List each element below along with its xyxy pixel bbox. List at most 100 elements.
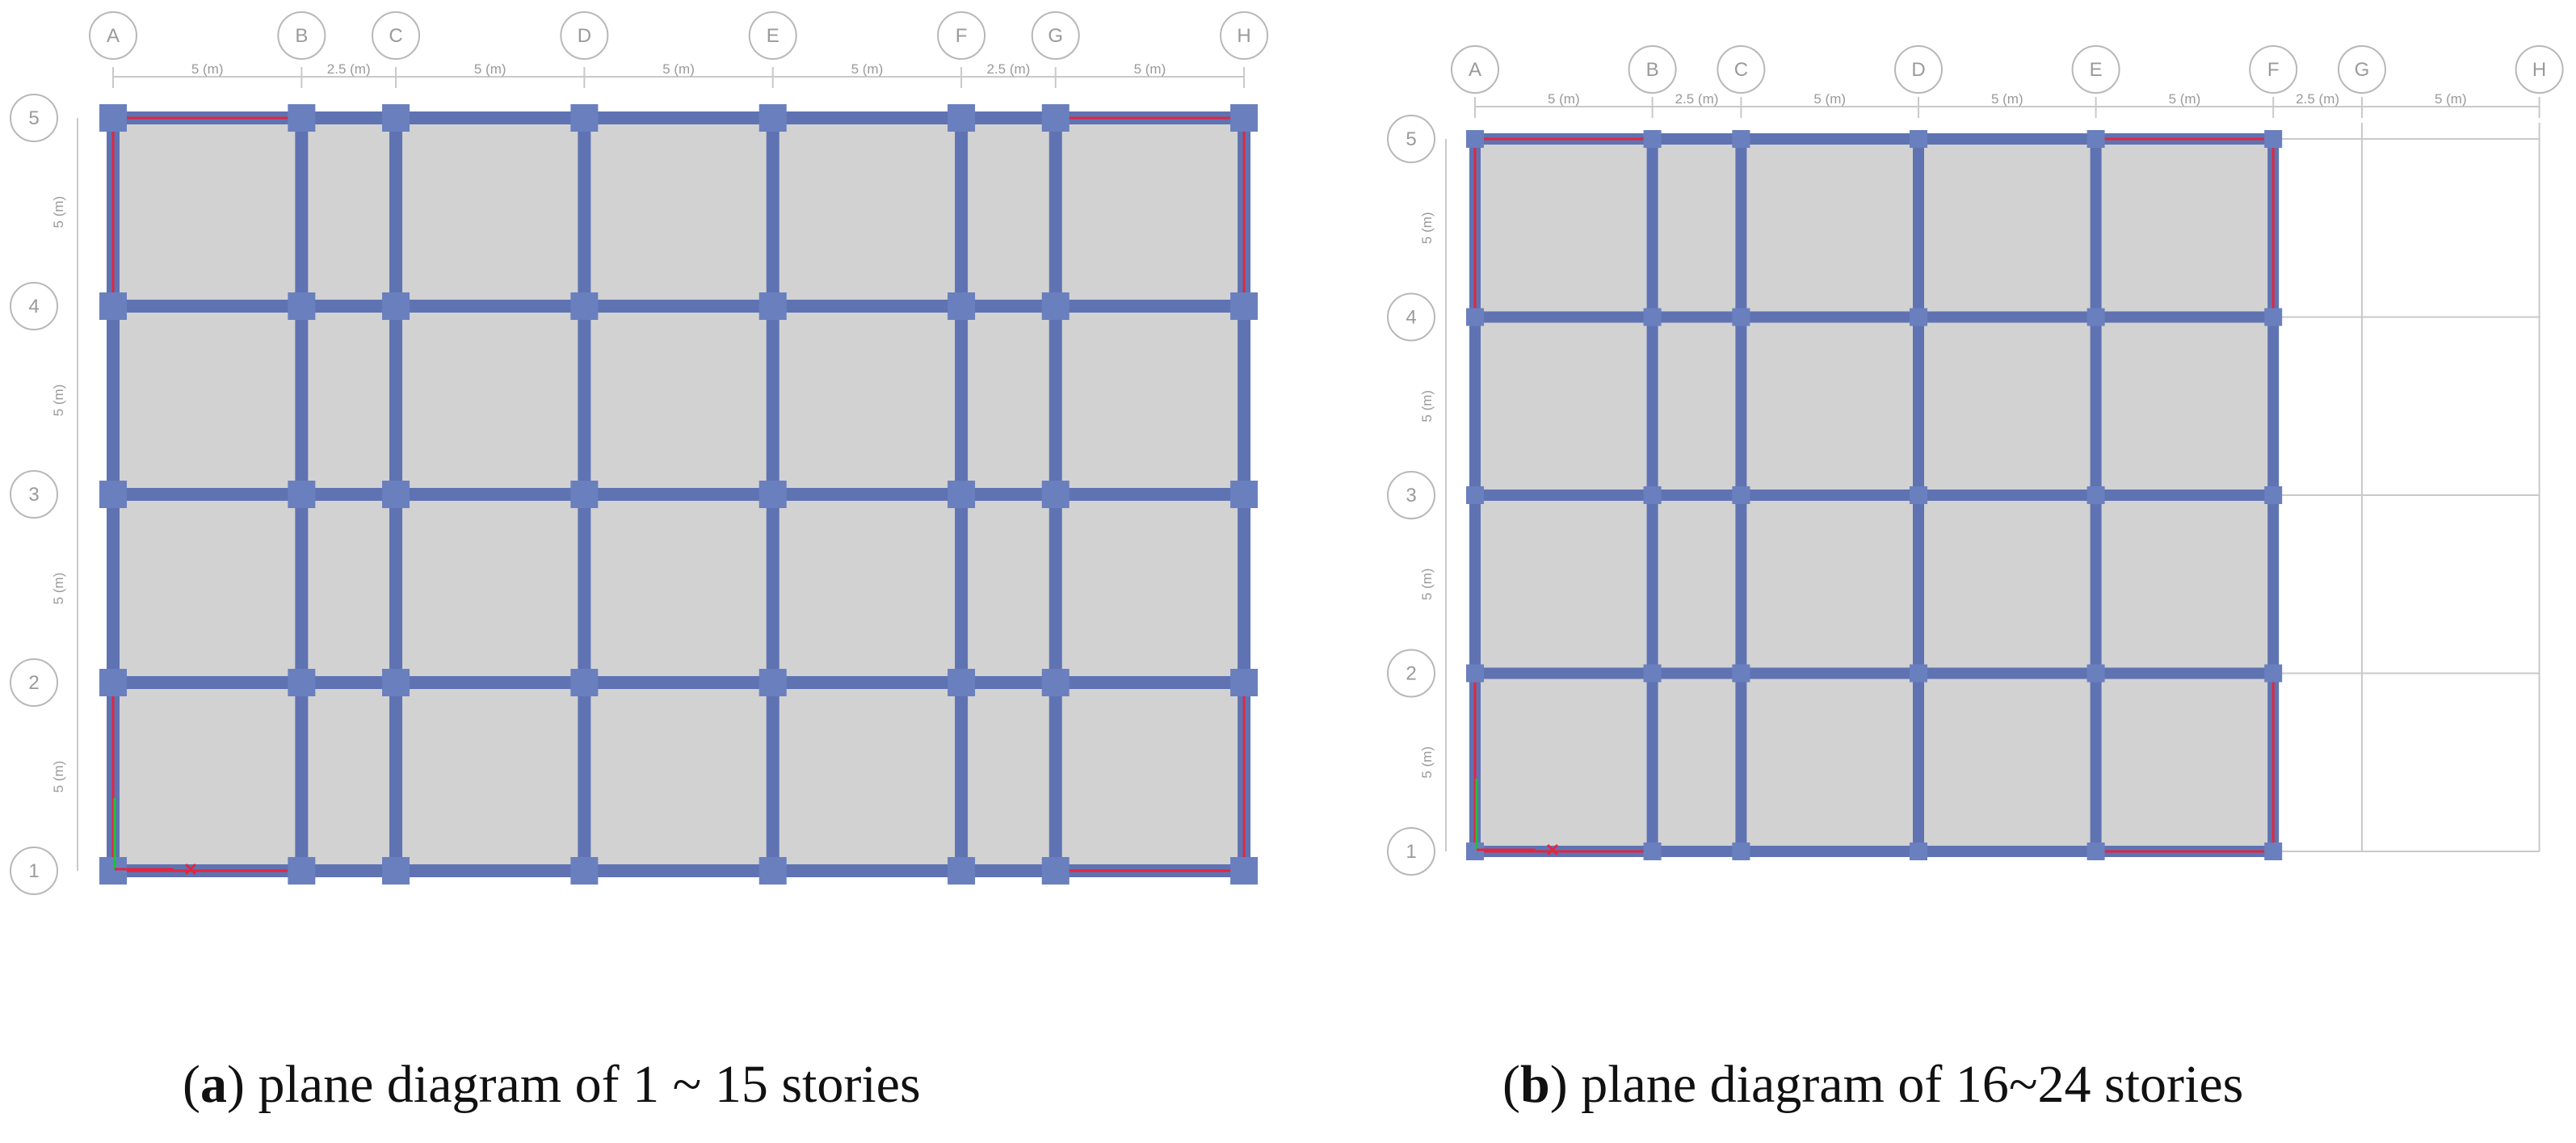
column-C2 xyxy=(382,669,410,696)
grid-bubble-H xyxy=(1220,11,1269,60)
column-B5 xyxy=(1643,130,1662,148)
beam-x-2 xyxy=(107,676,1251,689)
dimension-label-y: 5 (m) xyxy=(1419,568,1435,600)
caption-a: (a) plane diagram of 1 ~ 15 stories xyxy=(183,1055,921,1114)
column-F2 xyxy=(948,669,976,696)
column-E5 xyxy=(759,104,787,132)
grid-bubble-D xyxy=(560,11,609,60)
dimension-label-x: 5 (m) xyxy=(191,61,224,77)
dimension-label-x: 5 (m) xyxy=(851,61,884,77)
column-F3 xyxy=(2264,486,2283,504)
column-A2 xyxy=(1466,664,1484,683)
grid-bubble-G xyxy=(1031,11,1080,60)
dimension-label-y: 5 (m) xyxy=(51,573,66,605)
column-C3 xyxy=(382,481,410,508)
dimension-label-x: 2.5 (m) xyxy=(986,61,1030,77)
column-A3 xyxy=(99,481,127,508)
grid-label-x: D xyxy=(1911,59,1925,81)
dimension-label-x: 2.5 (m) xyxy=(327,61,371,77)
column-G2 xyxy=(1041,669,1069,696)
grid-bubble-E xyxy=(748,11,797,60)
dimension-label-x: 5 (m) xyxy=(2169,91,2201,107)
grid-bubble-2 xyxy=(10,658,58,707)
column-B5 xyxy=(288,104,316,132)
beam-x-5 xyxy=(1469,133,2280,145)
column-E2 xyxy=(759,669,787,696)
column-A1 xyxy=(99,857,127,885)
caption-b: (b) plane diagram of 16~24 stories xyxy=(1502,1055,2244,1114)
grid-label-x: H xyxy=(2532,59,2546,81)
grid-label-y: 3 xyxy=(1406,485,1416,506)
column-A3 xyxy=(1466,486,1484,504)
grid-bubble-3 xyxy=(10,470,58,519)
column-G5 xyxy=(1041,104,1069,132)
column-E3 xyxy=(759,481,787,508)
grid-bubble-F xyxy=(2249,45,2298,94)
dimension-label-x: 5 (m) xyxy=(662,61,695,77)
caption-a-letter: a xyxy=(200,1055,227,1114)
grid-bubble-C xyxy=(372,11,421,60)
grid-bubble-F xyxy=(937,11,986,60)
column-H4 xyxy=(1230,292,1259,320)
column-B3 xyxy=(288,481,316,508)
grid-bubble-H xyxy=(2515,45,2564,94)
axis-x-icon xyxy=(184,863,197,876)
grid-label-y: 5 xyxy=(28,107,39,129)
column-D5 xyxy=(570,104,599,132)
grid-bubble-E xyxy=(2071,45,2120,94)
dimension-label-x: 5 (m) xyxy=(1134,61,1166,77)
dimension-label-y: 5 (m) xyxy=(1419,390,1435,422)
column-A5 xyxy=(1466,130,1484,148)
plan-diagram-b: 5 (m)2.5 (m)5 (m)5 (m)5 (m)2.5 (m)5 (m)5… xyxy=(1387,45,2564,876)
grid-label-x: B xyxy=(1646,59,1659,81)
beam-x-4 xyxy=(107,300,1251,313)
column-H3 xyxy=(1230,481,1259,508)
grid-bubble-A xyxy=(89,11,137,60)
grid-label-x: H xyxy=(1237,25,1250,47)
column-C5 xyxy=(382,104,410,132)
column-H1 xyxy=(1230,857,1259,885)
column-E3 xyxy=(2086,486,2105,504)
grid-label-x: F xyxy=(2267,59,2280,81)
column-E1 xyxy=(2086,843,2105,860)
grid-label-x: A xyxy=(1469,59,1481,81)
caption-b-text: plane diagram of 16~24 stories xyxy=(1567,1055,2244,1114)
column-B2 xyxy=(288,669,316,696)
column-C3 xyxy=(1732,486,1750,504)
column-H2 xyxy=(1230,669,1259,696)
dimension-label-y: 5 (m) xyxy=(1419,746,1435,779)
grid-bubble-D xyxy=(1894,45,1943,94)
grid-bubble-1 xyxy=(10,847,58,895)
dimension-label-y: 5 (m) xyxy=(51,761,66,793)
grid-bubble-B xyxy=(1628,45,1677,94)
grid-bubble-5 xyxy=(1387,115,1435,163)
column-A1 xyxy=(1466,843,1484,860)
caption-a-text: plane diagram of 1 ~ 15 stories xyxy=(244,1055,921,1114)
dimension-label-y: 5 (m) xyxy=(51,196,66,229)
grid-label-y: 4 xyxy=(1406,307,1416,329)
grid-label-x: A xyxy=(107,25,120,47)
column-B4 xyxy=(1643,308,1662,326)
column-F3 xyxy=(948,481,976,508)
column-B2 xyxy=(1643,664,1662,683)
column-C4 xyxy=(1732,308,1750,326)
grid-label-x: E xyxy=(2090,59,2103,81)
column-D1 xyxy=(1910,843,1927,860)
column-F1 xyxy=(2264,843,2283,860)
column-C1 xyxy=(382,857,410,885)
column-H5 xyxy=(1230,104,1259,132)
beam-x-3 xyxy=(1469,490,2280,501)
dimension-label-x: 5 (m) xyxy=(474,61,506,77)
column-B4 xyxy=(288,292,316,320)
beam-x-2 xyxy=(1469,667,2280,679)
column-G4 xyxy=(1041,292,1069,320)
column-A4 xyxy=(99,292,127,320)
grid-label-x: E xyxy=(767,25,780,47)
column-B1 xyxy=(288,857,316,885)
column-A2 xyxy=(99,669,127,696)
column-D2 xyxy=(570,669,599,696)
grid-label-x: B xyxy=(295,25,308,47)
column-D4 xyxy=(570,292,599,320)
column-E4 xyxy=(759,292,787,320)
grid-label-x: C xyxy=(389,25,402,47)
